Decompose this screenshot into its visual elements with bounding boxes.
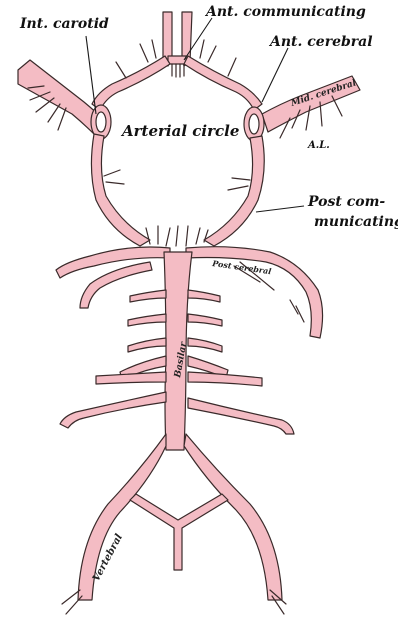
anterior-cerebral-arteries	[92, 12, 262, 110]
label-ant-cerebral: Ant. cerebral	[268, 34, 373, 50]
leader-post-communicating	[256, 206, 304, 212]
label-al: A.L.	[307, 140, 330, 151]
leader-ant-cerebral	[262, 48, 288, 102]
label-post-communicating-1: Post com-	[307, 194, 385, 210]
label-int-carotid: Int. carotid	[19, 16, 109, 32]
label-arterial-circle: Arterial circle	[120, 122, 239, 140]
vertebral-arteries	[62, 434, 286, 614]
label-ant-communicating: Ant. communicating	[204, 4, 366, 20]
leader-int-carotid	[86, 36, 96, 114]
label-post-communicating-2: municating	[314, 214, 398, 230]
